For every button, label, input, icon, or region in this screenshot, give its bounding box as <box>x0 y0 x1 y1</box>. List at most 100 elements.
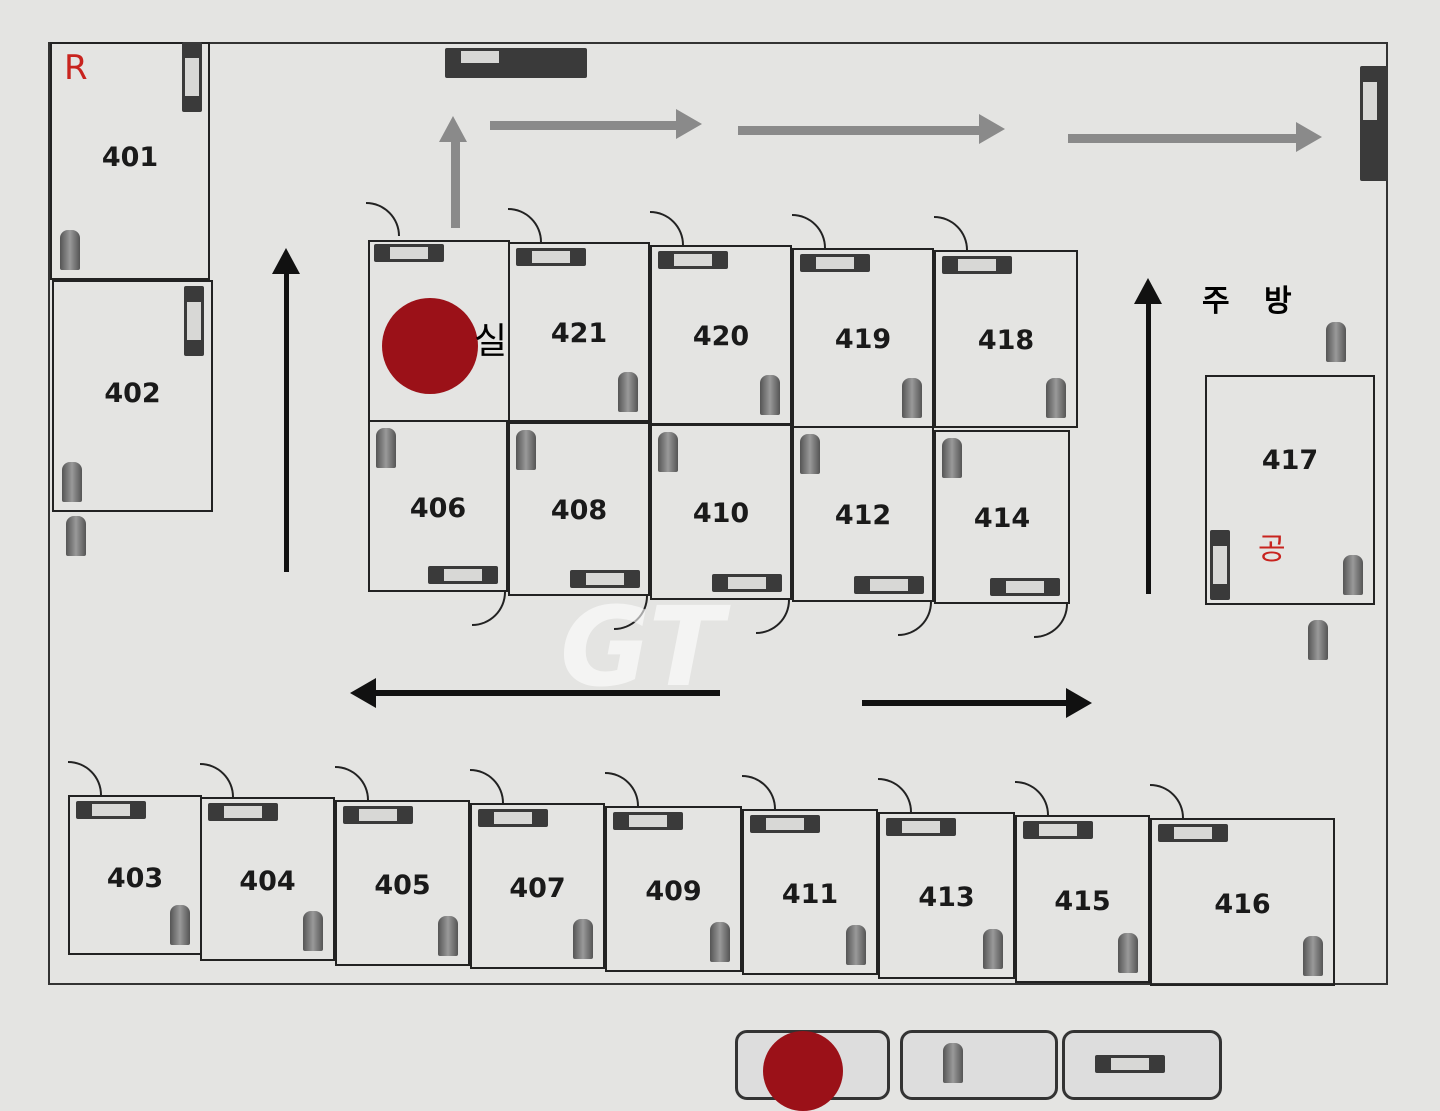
fire-extinguisher-icon <box>1343 555 1363 595</box>
emergency-exit-sign <box>428 566 498 584</box>
emergency-exit-sign <box>76 801 146 819</box>
emergency-exit-sign <box>658 251 728 269</box>
fire-extinguisher-icon <box>760 375 780 415</box>
room-number: 408 <box>550 495 608 527</box>
fire-extinguisher-icon <box>62 462 82 502</box>
room-418: 418 <box>934 216 1078 428</box>
room-417-note: 공 <box>1258 532 1286 567</box>
fire-extinguisher-icon <box>573 919 593 959</box>
room-411: 411 <box>742 775 878 975</box>
room-417: 417 <box>1205 375 1375 605</box>
fire-extinguisher-icon <box>1326 322 1346 362</box>
room-number: 419 <box>834 323 892 355</box>
red-marker <box>382 298 478 394</box>
room-number: 403 <box>106 862 164 894</box>
kitchen-label: 주 방 <box>1202 284 1304 319</box>
room-421: 421 <box>508 208 650 422</box>
room-414: 414 <box>934 430 1070 638</box>
room-416: 416 <box>1150 784 1335 986</box>
room-402: 402 <box>52 280 213 512</box>
fire-extinguisher-icon <box>170 905 190 945</box>
fire-extinguisher-icon <box>60 230 80 270</box>
room-404: 404 <box>200 763 335 961</box>
room-number: 409 <box>645 876 702 908</box>
fire-extinguisher-icon <box>438 916 458 956</box>
fire-extinguisher-icon <box>1308 620 1328 660</box>
fire-extinguisher-icon <box>942 438 962 478</box>
room-413: 413 <box>878 778 1015 979</box>
legend-box-extinguisher <box>900 1030 1058 1100</box>
room-407: 407 <box>470 769 605 969</box>
evac-arrow-right-gray <box>490 109 702 139</box>
fire-extinguisher-icon <box>303 911 323 951</box>
emergency-exit-sign <box>516 248 586 266</box>
corner-mark: R <box>64 48 88 88</box>
fire-extinguisher-icon <box>902 378 922 418</box>
fire-extinguisher-icon <box>1118 933 1138 973</box>
room-number: 411 <box>781 879 839 911</box>
room-number: 414 <box>973 503 1031 535</box>
room-number: 417 <box>1261 444 1319 476</box>
emergency-exit-sign <box>750 815 820 833</box>
emergency-exit-sign <box>570 570 640 588</box>
room-number: 415 <box>1054 885 1111 917</box>
emergency-exit-sign <box>800 254 870 272</box>
emergency-exit-sign <box>942 256 1012 274</box>
fire-extinguisher-icon <box>983 929 1003 969</box>
room-403: 403 <box>68 761 202 955</box>
room-409: 409 <box>605 772 742 972</box>
evac-arrow-right-gray <box>738 114 1005 144</box>
emergency-exit-sign <box>712 574 782 592</box>
fire-extinguisher-icon <box>846 925 866 965</box>
room-419: 419 <box>792 214 934 428</box>
emergency-exit-sign <box>445 48 587 78</box>
fire-extinguisher-icon <box>376 428 396 468</box>
room-number: 407 <box>509 873 566 905</box>
emergency-exit-sign <box>478 809 548 827</box>
room-number: 412 <box>834 500 892 532</box>
room-406: 406 <box>368 420 508 626</box>
emergency-exit-sign <box>990 578 1060 596</box>
room-420: 420 <box>650 211 792 425</box>
fire-extinguisher-icon <box>658 432 678 472</box>
room-412: 412 <box>792 426 934 636</box>
evac-arrow-up-gray <box>439 116 467 228</box>
emergency-exit-sign <box>886 818 956 836</box>
legend-box-exit <box>1062 1030 1222 1100</box>
emergency-exit-sign <box>1023 821 1093 839</box>
room-number: 406 <box>409 492 467 524</box>
room-number: 413 <box>918 882 975 914</box>
room-401: 401 <box>50 42 210 280</box>
room-number: 410 <box>692 498 750 530</box>
legend-box-marker <box>735 1030 890 1111</box>
room-number: 401 <box>101 142 159 174</box>
emergency-exit-sign <box>1360 66 1388 181</box>
room-number: 421 <box>550 317 608 349</box>
fire-extinguisher-icon <box>66 516 86 556</box>
emergency-exit-sign <box>184 286 204 356</box>
emergency-exit-sign <box>343 806 413 824</box>
fire-extinguisher-icon <box>1303 936 1323 976</box>
room-408: 408 <box>508 422 650 630</box>
watermark: GT <box>560 583 724 711</box>
emergency-exit-sign <box>854 576 924 594</box>
room-number: 402 <box>104 377 161 409</box>
room-405: 405 <box>335 766 470 966</box>
room-410: 410 <box>650 424 792 634</box>
room-number: 418 <box>977 325 1035 357</box>
marked-room-label: 실 <box>474 321 508 362</box>
fire-extinguisher-icon <box>710 922 730 962</box>
outer-wall <box>48 42 1388 985</box>
room-number: 405 <box>374 870 431 902</box>
fire-extinguisher-icon <box>1046 378 1066 418</box>
emergency-exit-sign <box>182 42 202 112</box>
evac-arrow-up <box>272 248 300 572</box>
evac-arrow-left <box>350 678 720 708</box>
evac-arrow-right-gray <box>1068 122 1322 152</box>
room-number: 420 <box>692 320 750 352</box>
evac-arrow-right <box>862 688 1092 718</box>
emergency-exit-sign <box>374 244 444 262</box>
room-number: 404 <box>239 866 296 898</box>
emergency-exit-sign <box>1210 530 1230 600</box>
room-number: 416 <box>1214 888 1271 920</box>
